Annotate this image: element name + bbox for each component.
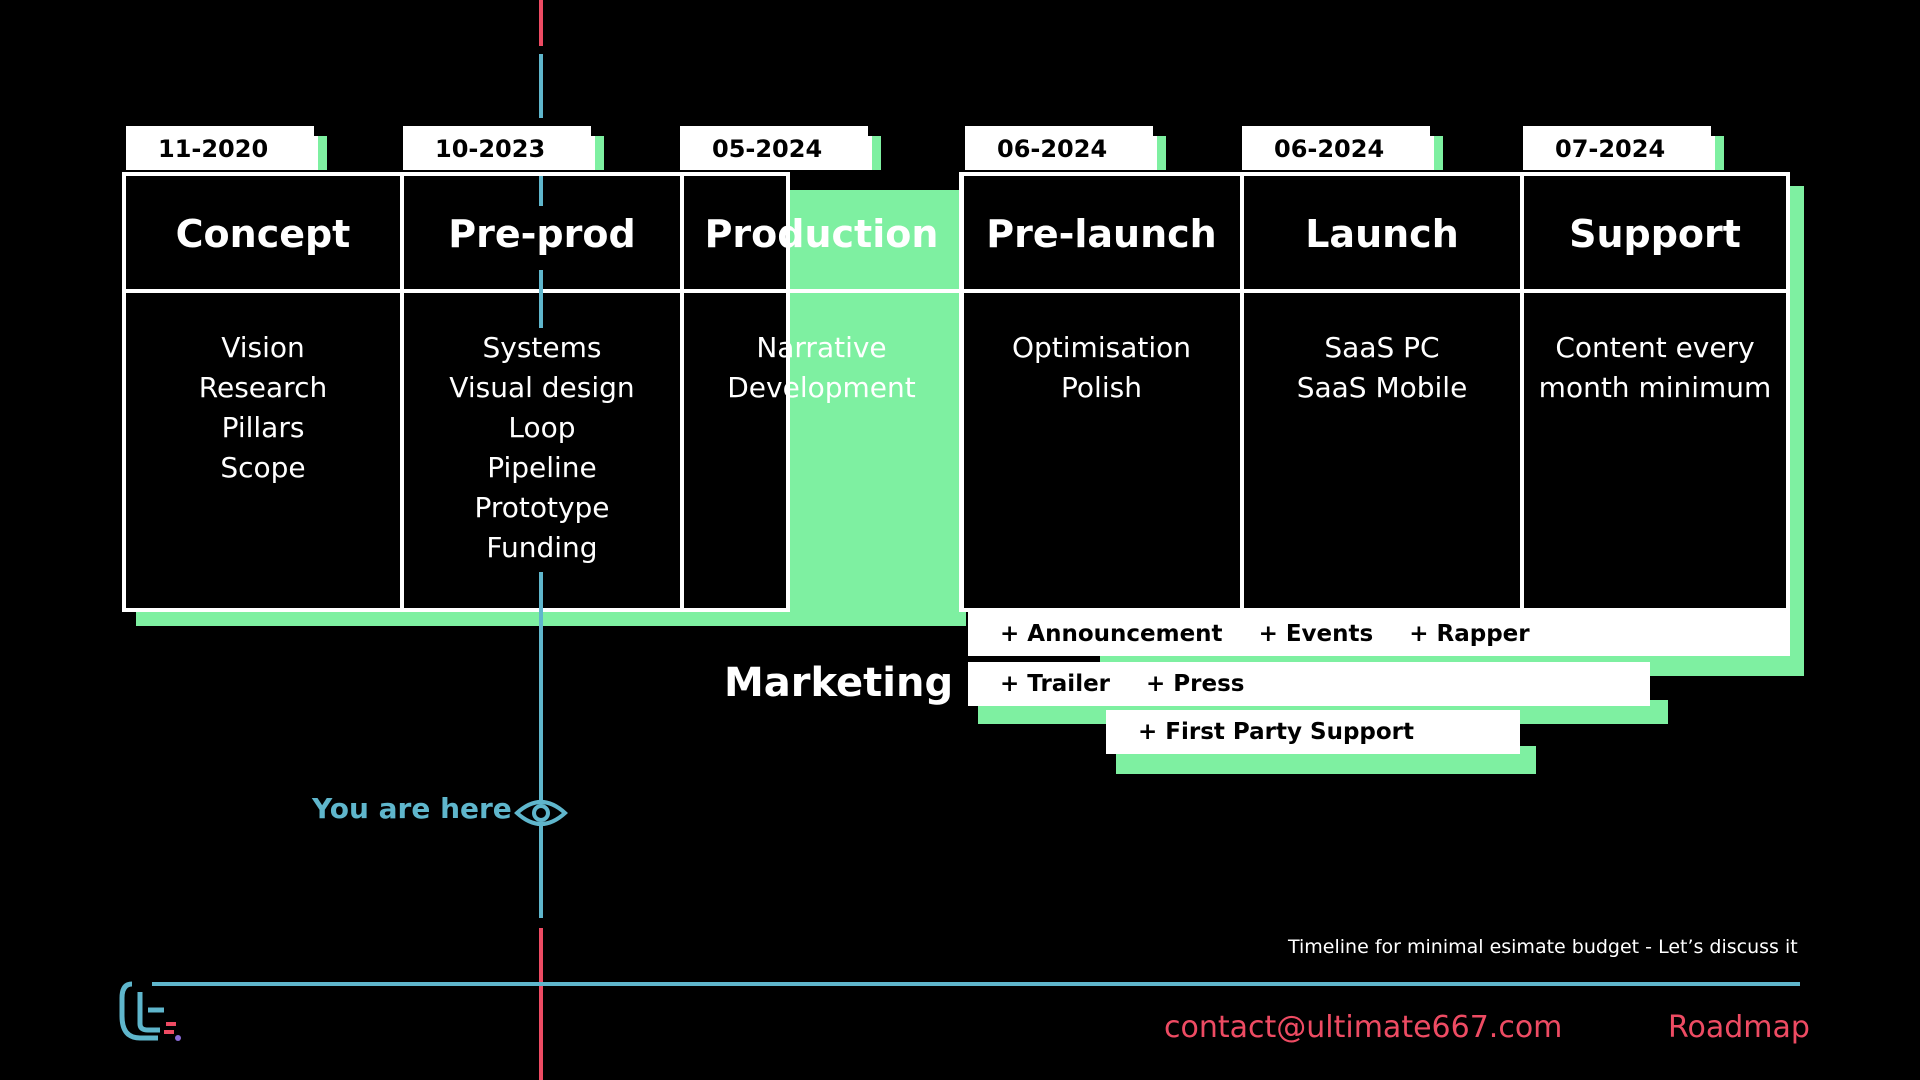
timeline-top-red: [539, 0, 543, 46]
phase-item: Pipeline: [487, 451, 597, 484]
column-divider: [400, 172, 404, 612]
phase-item: SaaS Mobile: [1296, 371, 1468, 404]
phase-title: Pre-prod: [448, 212, 636, 256]
marketing-bar-1: + Announcement + Events + Rapper: [968, 612, 1790, 656]
phase-item: Optimisation: [1011, 331, 1191, 364]
phase-tab: [403, 126, 591, 170]
phase-title: Support: [1569, 212, 1741, 256]
page-label: Roadmap: [1668, 1010, 1810, 1045]
phase-item: Funding: [486, 531, 598, 564]
phase-item: Content every: [1555, 331, 1755, 364]
phase-tab: [126, 126, 314, 170]
phase-title: Pre-launch: [986, 212, 1217, 256]
phase-title: Production: [704, 212, 939, 256]
contact-email[interactable]: contact@ultimate667.com: [1164, 1010, 1563, 1045]
phase-date: 11-2020: [158, 135, 269, 163]
column-divider: [680, 172, 684, 612]
phase-grid: [122, 172, 790, 612]
you-are-here-label: You are here: [312, 792, 512, 825]
phase-item: Vision: [221, 331, 305, 364]
phase-tab: [680, 126, 868, 170]
phase-tab-accent: [1711, 136, 1724, 170]
header-divider: [122, 289, 1790, 293]
phase-item: Visual design: [449, 371, 635, 404]
phase-title: Concept: [175, 212, 351, 256]
phase-date: 07-2024: [1555, 135, 1666, 163]
phase-title: Launch: [1305, 212, 1459, 256]
phase-tab-accent: [591, 136, 604, 170]
column-divider: [1240, 172, 1244, 612]
phase-tab: [1242, 126, 1430, 170]
timeline-bottom-red: [539, 928, 543, 1080]
column-divider: [959, 172, 963, 612]
marketing-item: + Trailer: [1000, 671, 1111, 697]
phase-item: Polish: [1061, 371, 1142, 404]
phase-item: Systems: [482, 331, 602, 364]
phase-date: 05-2024: [712, 135, 823, 163]
phase-tab-accent: [868, 136, 881, 170]
phase-item: Development: [727, 371, 916, 404]
ultimate-logo: [118, 980, 184, 1042]
footer-note: Timeline for minimal esimate budget - Le…: [1288, 936, 1798, 958]
phase-tab-accent: [1430, 136, 1443, 170]
marketing-item: + Press: [1146, 671, 1245, 697]
phase-item: Pillars: [221, 411, 305, 444]
timeline-line-mid: [539, 270, 543, 328]
phase-item: Narrative: [756, 331, 887, 364]
phase-tab: [1523, 126, 1711, 170]
marketing-item: + Rapper: [1409, 621, 1530, 647]
phase-items: Content every month minimum: [1524, 328, 1786, 408]
footer-line: [152, 982, 1800, 986]
eye-icon: [514, 793, 568, 833]
marketing-bar-2: + Trailer + Press: [968, 662, 1650, 706]
phase-item: Research: [198, 371, 328, 404]
phase-item: SaaS PC: [1324, 331, 1440, 364]
timeline-line-lower: [539, 572, 543, 918]
phase-grid-right: [960, 172, 1790, 612]
marketing-label: Marketing: [724, 660, 954, 706]
marketing-item: + First Party Support: [1138, 719, 1415, 745]
column-divider: [1520, 172, 1524, 612]
phase-tab-accent: [314, 136, 327, 170]
timeline-line-header: [539, 176, 543, 206]
phase-date: 06-2024: [997, 135, 1108, 163]
phase-tab: [965, 126, 1153, 170]
marketing-item: + Announcement: [1000, 621, 1223, 647]
phase-date: 06-2024: [1274, 135, 1385, 163]
marketing-bar-3: + First Party Support: [1106, 710, 1520, 754]
marketing-item: + Events: [1258, 621, 1374, 647]
phase-items: SaaS PC SaaS Mobile: [1244, 328, 1520, 408]
phase-item: Scope: [220, 451, 306, 484]
phase-tab-accent: [1153, 136, 1166, 170]
phase-item: month minimum: [1538, 371, 1772, 404]
phase-item: Loop: [508, 411, 576, 444]
phase-item: Prototype: [474, 491, 610, 524]
timeline-line-top: [539, 54, 543, 118]
phase-date: 10-2023: [435, 135, 546, 163]
